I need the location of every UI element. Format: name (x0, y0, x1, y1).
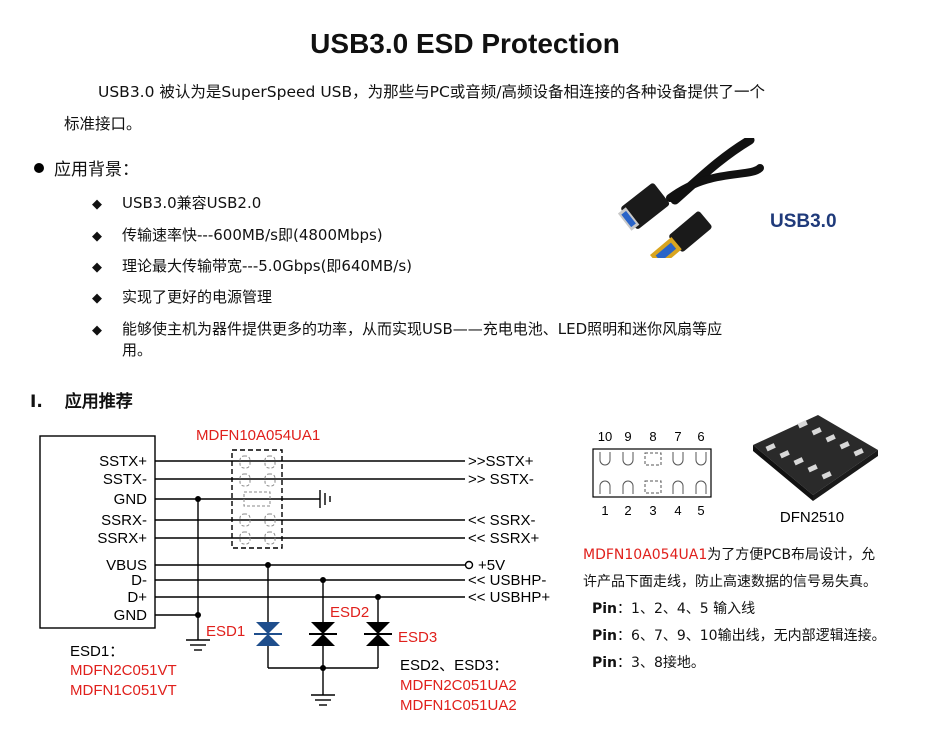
signal-label: << SSRX+ (468, 530, 540, 547)
bullet-item: ◆ 实现了更好的电源管理 (92, 286, 272, 307)
desc-line1: MDFN10A054UA1为了方便PCB布局设计，允 (583, 544, 875, 564)
esd3-label: ESD3 (398, 629, 437, 646)
pin-label: SSTX+ (99, 453, 147, 470)
section-number: I. (30, 392, 43, 412)
intro-text-line1: USB3.0 被认为是SuperSpeed USB，为那些与PC或音频/高频设备… (98, 83, 766, 101)
pin-label: D+ (127, 589, 147, 606)
package-name: DFN2510 (780, 509, 844, 526)
esd2-label: ESD2 (330, 604, 369, 621)
pin-number: 10 (598, 429, 612, 444)
esd23-title: ESD2、ESD3： (400, 657, 508, 674)
diamond-icon: ◆ (92, 229, 102, 244)
section-title: 应用推荐 (64, 392, 133, 412)
page-title: USB3.0 ESD Protection (310, 28, 620, 59)
signal-label: +5V (478, 557, 505, 574)
schematic-diagram: MDFN10A054UA1 SSTX+ SSTX- GND SSRX- SSRX… (39, 427, 550, 714)
desc-part: MDFN10A054UA1 (583, 547, 708, 563)
pin-label: VBUS (106, 557, 147, 574)
diamond-icon: ◆ (92, 323, 102, 338)
bullet-text: 能够使主机为器件提供更多的功率，从而实现USB——充电电池、LED照明和迷你风扇… (122, 320, 723, 338)
package-pinout-diagram: 10 9 8 7 6 1 2 3 4 5 (592, 429, 712, 518)
bullet-item: ◆ USB3.0兼容USB2.0 (92, 192, 261, 213)
pin-number: 5 (697, 503, 704, 518)
bullet-text: 传输速率快---600MB/s即(4800Mbps) (122, 226, 383, 244)
pin-desc: Pin：1、2、4、5 输入线 (592, 598, 755, 618)
pin-label: GND (114, 607, 148, 624)
signal-label: << USBHP+ (468, 589, 550, 606)
pin-desc-text: ：6、7、9、10输出线，无内部逻辑连接。 (617, 628, 886, 644)
bullet-continuation: 用。 (122, 341, 153, 359)
pin-label: SSTX- (103, 471, 147, 488)
pin-label: SSRX- (101, 512, 147, 529)
signal-label: << USBHP- (468, 572, 546, 589)
dfn2510-chip-image (753, 415, 878, 501)
bullet-dot-icon (34, 163, 44, 173)
signal-label: >>SSTX+ (468, 453, 534, 470)
pin-number: 9 (624, 429, 631, 444)
array-part-label: MDFN10A054UA1 (196, 427, 320, 444)
diamond-icon: ◆ (92, 291, 102, 306)
pin-desc-label: Pin (592, 601, 618, 617)
desc-line2: 许产品下面走线，防止高速数据的信号易失真。 (583, 574, 877, 590)
pin-desc: Pin：3、8接地。 (592, 652, 705, 672)
signal-label: << SSRX- (468, 512, 536, 529)
esd1-part: MDFN2C051VT (70, 662, 177, 679)
usb3-label: USB3.0 (770, 211, 837, 232)
esd23-part: MDFN2C051UA2 (400, 677, 517, 694)
esd1-diode-icon (254, 622, 282, 646)
bullet-item: ◆ 理论最大传输带宽---5.0Gbps(即640MB/s) (92, 255, 412, 276)
diamond-icon: ◆ (92, 197, 102, 212)
esd3-diode-icon (364, 622, 392, 646)
bullet-text: USB3.0兼容USB2.0 (122, 194, 262, 212)
esd23-part: MDFN1C051UA2 (400, 697, 517, 714)
pin-desc-label: Pin (592, 628, 618, 644)
pin-desc-text: ：1、2、4、5 输入线 (617, 601, 756, 617)
pin-number: 8 (649, 429, 656, 444)
pin-number: 6 (697, 429, 704, 444)
usb-cable-image (617, 138, 764, 258)
usb3-label-text: USB3.0 (770, 211, 837, 232)
background-heading: 应用背景： (34, 155, 139, 180)
esd1-title: ESD1： (70, 643, 124, 660)
bullet-text: 实现了更好的电源管理 (122, 288, 273, 306)
pin-number: 2 (624, 503, 631, 518)
connector-box (39, 435, 156, 629)
pin-number: 4 (674, 503, 681, 518)
esd1-part: MDFN1C051VT (70, 682, 177, 699)
pin-label: SSRX+ (97, 530, 147, 547)
signal-label: >> SSTX- (468, 471, 534, 488)
background-heading-text: 应用背景： (54, 160, 139, 180)
esd2-diode-icon (309, 622, 337, 646)
pin-desc-text: ：3、8接地。 (617, 655, 705, 671)
intro-text-line2: 标准接口。 (64, 115, 142, 133)
pin-desc: Pin：6、7、9、10输出线，无内部逻辑连接。 (592, 625, 886, 645)
pin-number: 7 (674, 429, 681, 444)
bullet-item: ◆ 能够使主机为器件提供更多的功率，从而实现USB——充电电池、LED照明和迷你风… (92, 318, 722, 339)
pin-label: D- (131, 572, 147, 589)
esd1-label: ESD1 (206, 623, 245, 640)
pin-desc-label: Pin (592, 655, 618, 671)
pin-label: GND (114, 491, 148, 508)
bullet-text: 理论最大传输带宽---5.0Gbps(即640MB/s) (122, 257, 413, 275)
bullet-item: ◆ 传输速率快---600MB/s即(4800Mbps) (92, 224, 383, 245)
pin-number: 3 (649, 503, 656, 518)
package-name-label: DFN2510 (780, 509, 844, 526)
section-heading: I. 应用推荐 (30, 387, 133, 412)
pin-number: 1 (601, 503, 608, 518)
desc-line1-rest: 为了方便PCB布局设计，允 (707, 547, 876, 563)
diamond-icon: ◆ (92, 260, 102, 275)
